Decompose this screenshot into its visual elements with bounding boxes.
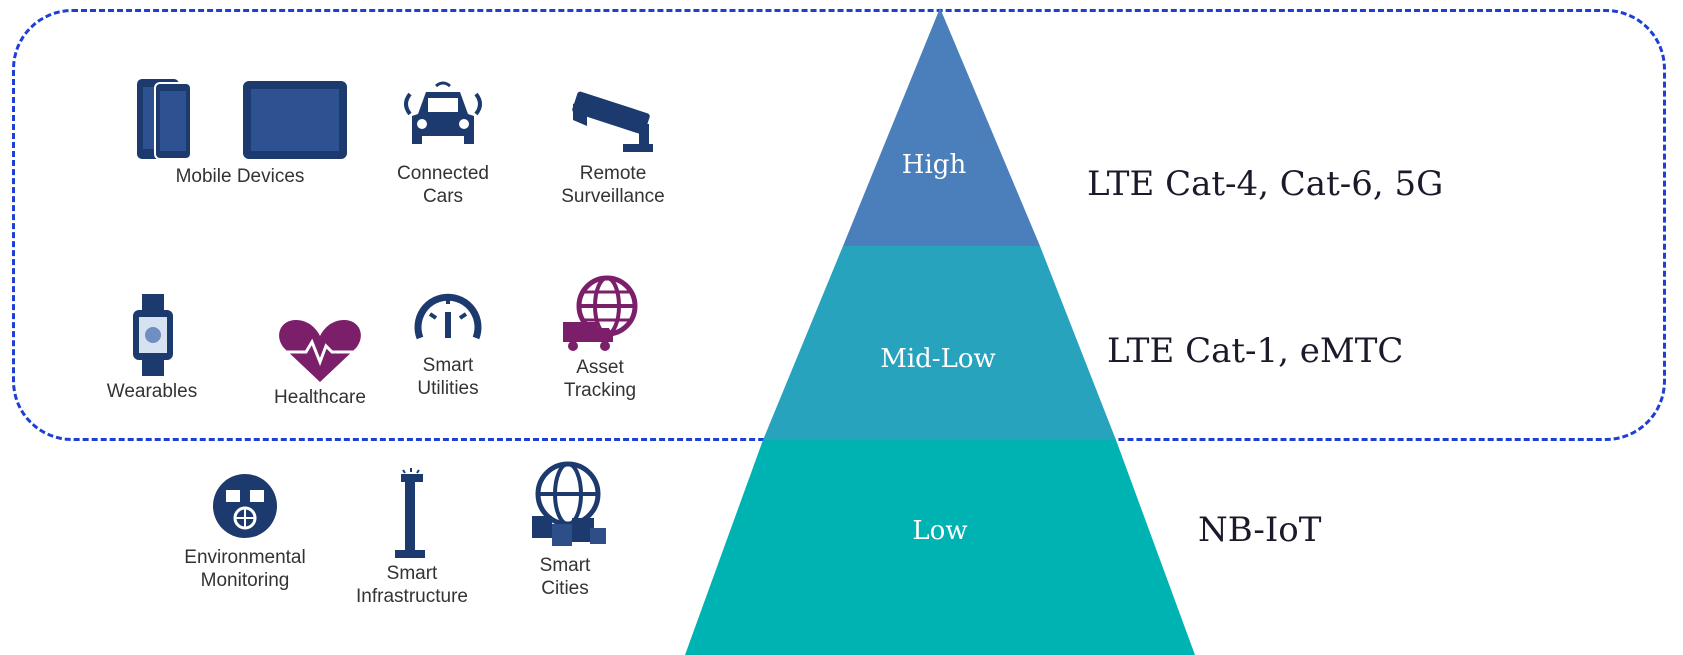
device-label: Environmental Monitoring (184, 547, 306, 591)
smartwatch-icon (133, 294, 173, 376)
gauge-icon (414, 293, 482, 340)
device-connected-cars: Connected Cars (378, 74, 508, 208)
device-smart-cities: Smart Cities (510, 458, 620, 600)
device-label: Healthcare (274, 387, 366, 408)
tier-label-high: High (901, 150, 967, 180)
mobile-devices-icon (137, 79, 347, 160)
device-label: Smart Infrastructure (356, 563, 468, 607)
device-label: Wearables (106, 381, 198, 402)
device-label: Connected Cars (397, 163, 489, 207)
device-label: Smart Cities (539, 555, 591, 599)
device-healthcare: Healthcare (250, 316, 390, 409)
device-label: Mobile Devices (175, 166, 305, 187)
environment-globe-icon (213, 474, 277, 538)
device-label: Asset Tracking (563, 357, 637, 401)
technology-label-high: LTE Cat-4, Cat-6, 5G (1087, 164, 1444, 204)
pyramid-tier-low (685, 440, 1195, 655)
pyramid-tier-high (843, 8, 1040, 246)
surveillance-camera-icon (572, 91, 653, 152)
device-label: Remote Surveillance (561, 163, 665, 207)
device-smart-infrastructure: Smart Infrastructure (352, 466, 472, 608)
device-remote-surveillance: Remote Surveillance (538, 74, 688, 208)
heart-pulse-icon (279, 320, 361, 382)
globe-truck-icon (563, 275, 638, 351)
technology-label-low: NB-IoT (1198, 510, 1322, 550)
city-globe-icon (532, 461, 606, 546)
technology-label-mid-low: LTE Cat-1, eMTC (1107, 331, 1404, 371)
tier-label-mid-low: Mid-Low (880, 344, 996, 374)
device-label: Smart Utilities (417, 355, 479, 399)
device-smart-utilities: Smart Utilities (398, 280, 498, 400)
street-lamp-icon (395, 468, 425, 558)
connected-car-icon (404, 81, 482, 144)
tier-label-low: Low (912, 516, 968, 546)
device-environmental-monitoring: Environmental Monitoring (170, 466, 320, 592)
device-wearables: Wearables (92, 290, 212, 403)
pyramid-tier-mid-low (763, 246, 1116, 440)
device-asset-tracking: Asset Tracking (545, 272, 655, 402)
device-mobile-devices: Mobile Devices (120, 75, 360, 188)
